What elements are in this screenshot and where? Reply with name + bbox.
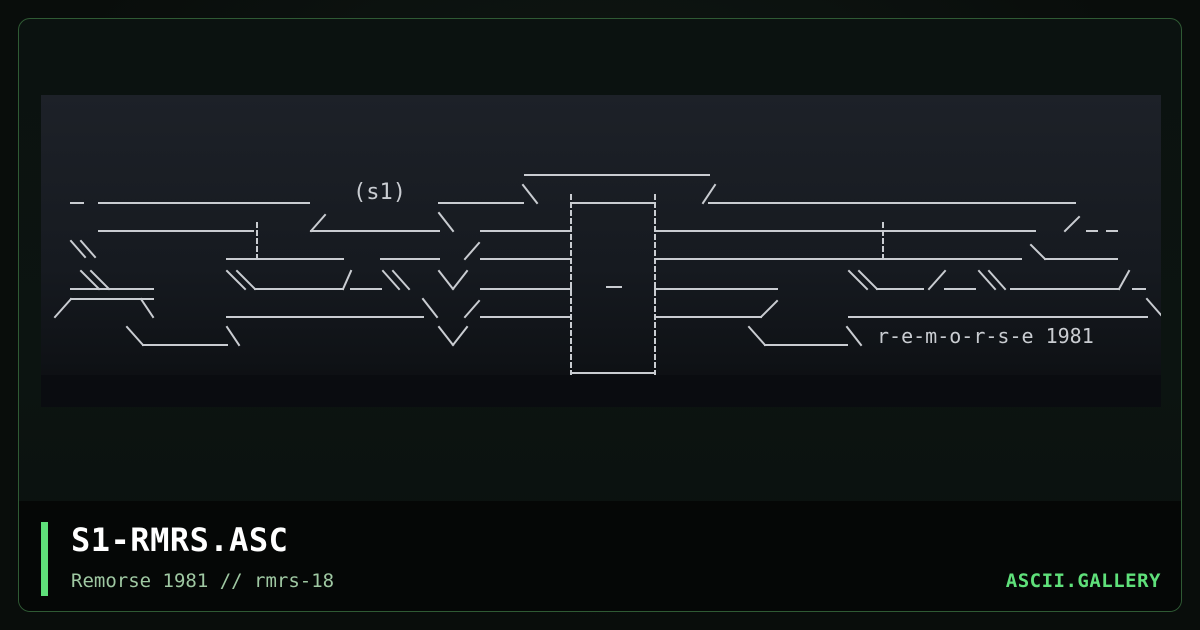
- ascii-art-drawing: (s1) r-e-m-o-r-s-e 1981: [53, 174, 1161, 375]
- ascii-tag: (s1): [353, 180, 406, 205]
- ascii-signature: r-e-m-o-r-s-e 1981: [877, 324, 1094, 348]
- ascii-art-preview[interactable]: (s1) r-e-m-o-r-s-e 1981: [41, 95, 1161, 407]
- site-brand-link[interactable]: ASCII.GALLERY: [1005, 570, 1161, 592]
- card-footer: S1-RMRS.ASC Remorse 1981 // rmrs-18 ASCI…: [19, 501, 1181, 611]
- card-frame: (s1) r-e-m-o-r-s-e 1981 S1-RMRS.ASC Remo…: [18, 18, 1182, 612]
- artwork-title: S1-RMRS.ASC: [71, 521, 289, 559]
- ascii-art: (s1) r-e-m-o-r-s-e 1981: [41, 95, 1161, 375]
- art-panel-bottom-band: [41, 375, 1161, 407]
- artwork-subtitle: Remorse 1981 // rmrs-18: [71, 570, 335, 592]
- accent-bar: [41, 522, 48, 596]
- ascii-art-strokes: [53, 174, 1161, 375]
